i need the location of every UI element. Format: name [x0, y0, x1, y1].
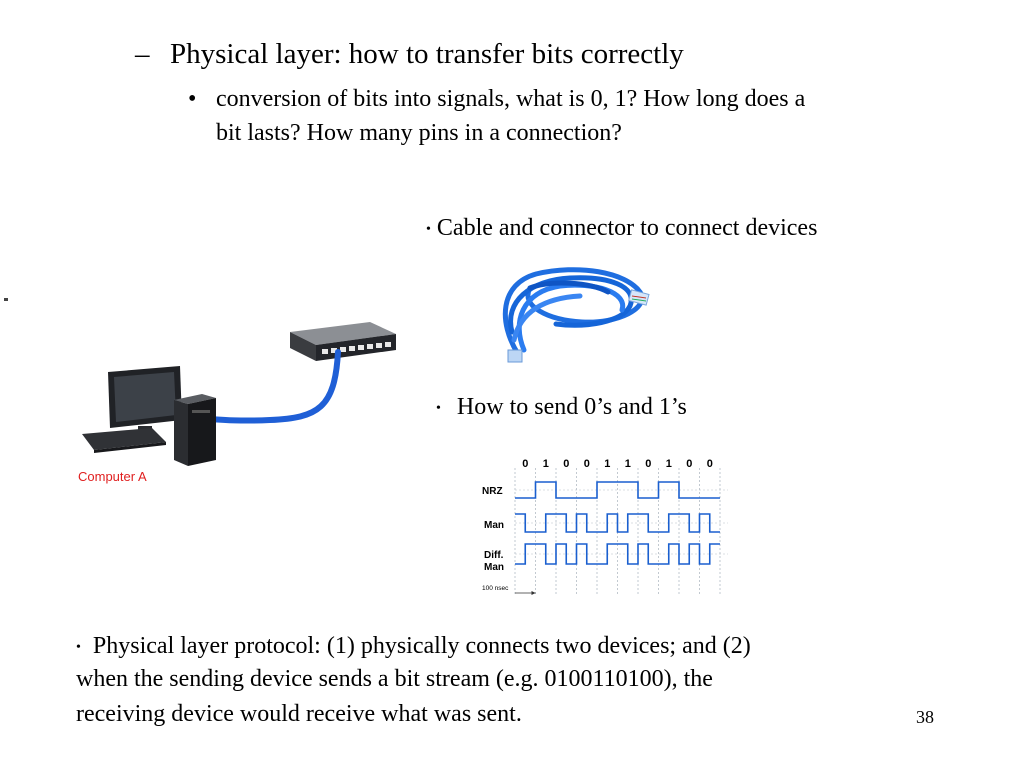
- bit-label: 0: [645, 458, 651, 470]
- network-figure: Computer A: [78, 322, 396, 484]
- footer-line-1-text: Physical layer protocol: (1) physically …: [92, 633, 751, 659]
- row-label-diff: Diff.: [484, 550, 504, 561]
- page-number: 38: [916, 707, 934, 727]
- footer-bullet: •: [76, 639, 81, 655]
- sub-bullet-line-2: bit lasts? How many pins in a connection…: [216, 120, 622, 146]
- bit-label: 1: [604, 458, 610, 470]
- row-label-man-2: Man: [484, 562, 504, 573]
- ethernet-cable-image: [502, 267, 650, 363]
- diff-manchester-signal: [515, 543, 720, 565]
- footer-line-2: when the sending device sends a bit stre…: [76, 666, 713, 692]
- time-marker-arrow: [531, 591, 536, 595]
- heading-dash: –: [135, 38, 150, 70]
- keyboard-icon: [82, 428, 166, 453]
- footer-line-1: • Physical layer protocol: (1) physicall…: [76, 629, 751, 665]
- row-label-man: Man: [484, 520, 504, 531]
- bit-label: 1: [625, 458, 631, 470]
- bit-label: 0: [522, 458, 528, 470]
- bit-label: 0: [563, 458, 569, 470]
- slide-heading: Physical layer: how to transfer bits cor…: [170, 38, 684, 70]
- bit-label: 1: [543, 458, 549, 470]
- bit-label: 0: [707, 458, 713, 470]
- stray-dot: [4, 298, 8, 301]
- computer-monitor-icon: [108, 366, 182, 436]
- send-caption-text: How to send 0’s and 1’s: [456, 394, 687, 420]
- encoding-diagram: 0 1 0 0 1 1 0 1 0 0 NRZ Man Diff. Man 100 nsec: [482, 458, 728, 596]
- bit-label: 1: [666, 458, 672, 470]
- cable-caption: • Cable and connector to connect devices: [426, 211, 817, 247]
- bit-label: 0: [584, 458, 590, 470]
- computer-label: Computer A: [78, 469, 147, 484]
- send-caption: • How to send 0’s and 1’s: [436, 390, 687, 426]
- bit-label: 0: [686, 458, 692, 470]
- footer-line-3: receiving device would receive what was …: [76, 701, 522, 727]
- computer-tower-icon: [174, 394, 216, 466]
- row-label-nrz: NRZ: [482, 486, 503, 497]
- enc-time-marker: [515, 591, 536, 595]
- manchester-signal: [515, 513, 720, 533]
- enc-signals: [515, 481, 720, 565]
- nrz-signal: [515, 481, 720, 499]
- sub-bullet-marker: •: [188, 86, 197, 112]
- cable-caption-bullet: •: [426, 221, 431, 237]
- send-caption-bullet: •: [436, 400, 441, 416]
- sub-bullet-line-1: conversion of bits into signals, what is…: [216, 86, 806, 112]
- network-switch-icon: [290, 322, 396, 361]
- time-label: 100 nsec: [482, 585, 509, 592]
- cable-caption-text: Cable and connector to connect devices: [436, 215, 818, 241]
- enc-bits: 0 1 0 0 1 1 0 1 0 0: [522, 458, 713, 470]
